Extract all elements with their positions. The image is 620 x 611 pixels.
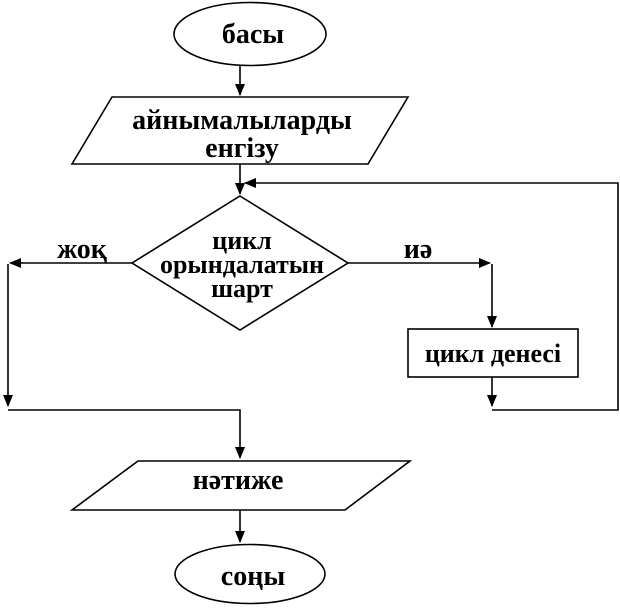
node-end-ellipse bbox=[174, 543, 326, 605]
node-input-parallelogram bbox=[70, 96, 410, 165]
node-output-label: нәтиже bbox=[193, 465, 284, 496]
node-condition-label-line2: орындалатын bbox=[160, 250, 324, 279]
node-start-label: басы bbox=[222, 19, 284, 50]
node-loop-body-rect bbox=[407, 328, 579, 378]
node-input-label-line1: айнымалыларды bbox=[132, 105, 352, 136]
node-end-label: соңы bbox=[221, 561, 286, 592]
node-condition-label-line1: цикл bbox=[212, 226, 272, 255]
node-output-parallelogram bbox=[69, 460, 413, 511]
edge-no-to-output bbox=[8, 409, 245, 459]
edge-label-yes: иә bbox=[404, 234, 433, 265]
node-loop-body-label: цикл денесі bbox=[425, 339, 561, 368]
node-start-ellipse bbox=[173, 1, 327, 67]
edge-label-no: жоқ bbox=[57, 234, 108, 265]
node-input-label-line2: енгізу bbox=[205, 133, 279, 164]
node-condition-diamond bbox=[130, 195, 350, 331]
node-condition-label-line3: шарт bbox=[211, 274, 273, 303]
edge-loopback-to-condition bbox=[244, 178, 619, 411]
